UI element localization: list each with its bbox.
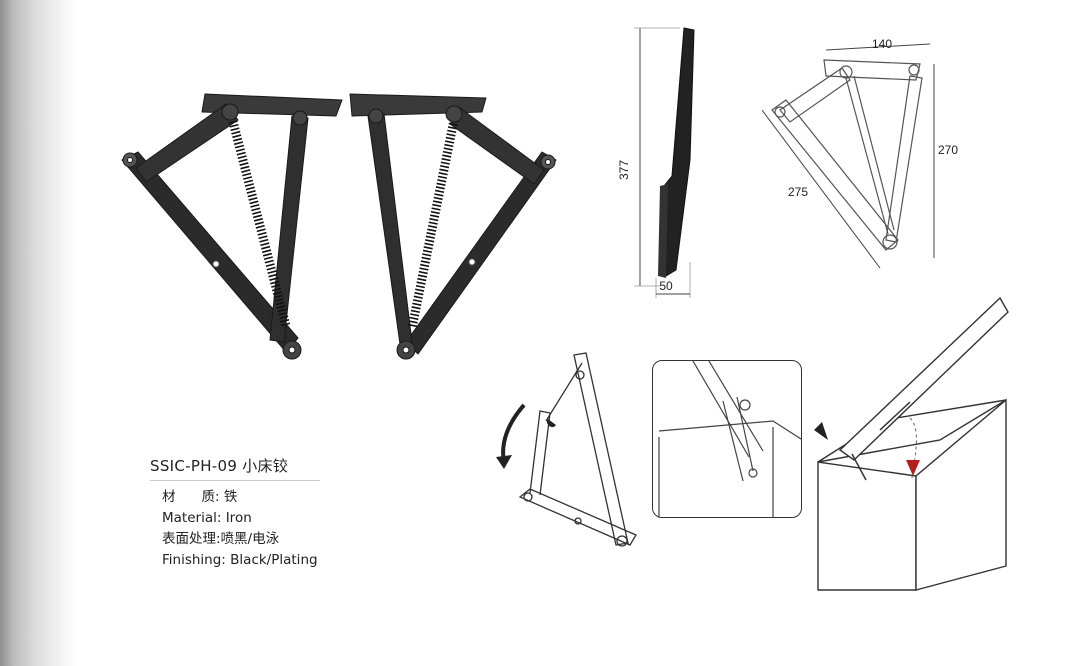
- spec-material-cn: 材 质: 铁: [150, 487, 330, 508]
- spec-finishing-en: Finishing: Black/Plating: [150, 550, 330, 571]
- spec-block: SSIC-PH-09 小床铰 材 质: 铁 Material: Iron 表面处理…: [150, 455, 330, 571]
- spec-material-en-value: Iron: [225, 510, 252, 526]
- hinge-left: [121, 93, 343, 360]
- spec-finishing-cn-label: 表面处理:: [162, 531, 221, 547]
- spec-material-en: Material: Iron: [150, 508, 330, 529]
- front-view-drawing: 140 270 275: [761, 37, 958, 269]
- spec-finishing-cn: 表面处理:喷黑/电泳: [150, 529, 330, 550]
- dim-height-label: 377: [617, 160, 631, 180]
- dim-width-label: 140: [872, 37, 892, 51]
- left-edge-shade: [0, 0, 78, 666]
- install-detail-frame: [652, 360, 802, 518]
- dim-arm-height-label: 270: [938, 143, 958, 157]
- hinge-pair-photo: [121, 93, 557, 360]
- spec-finishing-cn-value: 喷黑/电泳: [220, 531, 280, 547]
- dim-arm-length-label: 275: [788, 185, 808, 199]
- side-view-drawing: 377 50: [617, 27, 695, 298]
- spec-material-en-label: Material:: [162, 510, 222, 526]
- hinge-right: [349, 93, 557, 360]
- lift-arrow-marker: [906, 460, 920, 476]
- spec-material-cn-value: 铁: [223, 489, 238, 505]
- storage-box-illustration: [814, 296, 1009, 591]
- product-model-title: SSIC-PH-09 小床铰: [150, 457, 289, 475]
- install-detail-illustration: [658, 361, 801, 517]
- spec-finishing-en-label: Finishing:: [162, 552, 226, 568]
- title-divider: [150, 480, 320, 481]
- spec-material-cn-label-a: 材: [162, 489, 176, 505]
- dim-base-label: 50: [659, 279, 673, 293]
- spec-material-cn-label-b: 质:: [201, 489, 220, 505]
- spec-finishing-en-value: Black/Plating: [230, 552, 318, 568]
- rotation-diagram: [496, 352, 637, 547]
